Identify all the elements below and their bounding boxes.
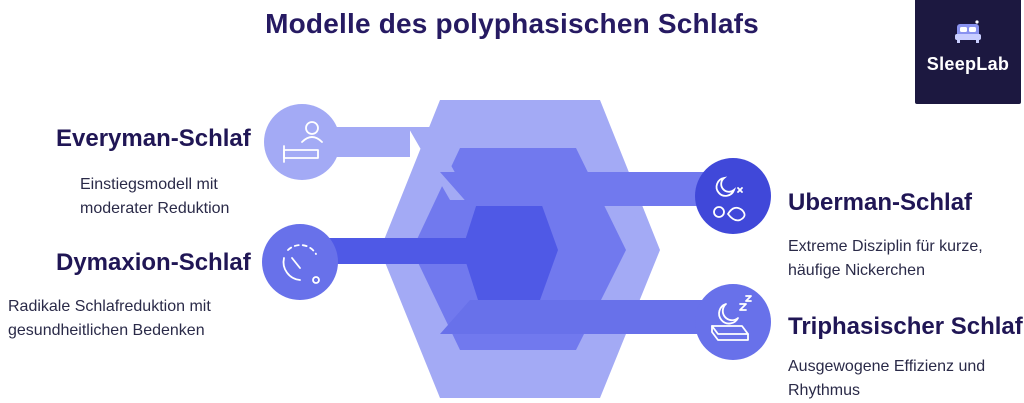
desc-line: Extreme Disziplin für kurze, <box>788 238 983 255</box>
logo-text: SleepLab <box>926 54 1010 74</box>
desc-line: häufige Nickerchen <box>788 262 925 279</box>
node-uberman <box>695 158 771 234</box>
desc-line: gesundheitlichen Bedenken <box>8 322 205 339</box>
sleeplab-logo: SleepLab <box>915 0 1021 104</box>
bed-icon <box>955 20 981 43</box>
desc-line: Ausgewogene Effizienz und <box>788 358 986 375</box>
label-uberman-title: Uberman-Schlaf <box>788 189 973 216</box>
moon-sleep-icon <box>713 176 746 222</box>
desc-line: moderater Reduktion <box>80 200 230 217</box>
node-dymaxion <box>262 224 338 300</box>
label-everyman-desc: Einstiegsmodell mit moderater Reduktion <box>80 173 248 221</box>
desc-line: Einstiegsmodell mit <box>80 176 218 193</box>
label-uberman-desc: Extreme Disziplin für kurze, häufige Nic… <box>788 235 1024 283</box>
node-everyman <box>264 104 340 180</box>
chevron-2 <box>605 206 656 294</box>
desc-line: Radikale Schlafreduktion mit <box>8 298 211 315</box>
page-title: Modelle des polyphasischen Schlafs <box>265 8 759 39</box>
label-triphasic-title: Triphasischer Schlaf <box>788 313 1023 340</box>
connector-triphasic <box>440 300 740 334</box>
clock-cycle-icon <box>282 244 320 284</box>
person-lying-bed-icon <box>283 121 323 163</box>
label-everyman-title: Everyman-Schlaf <box>56 125 251 152</box>
label-dymaxion-desc: Radikale Schlafreduktion mit gesundheitl… <box>8 295 248 343</box>
connector-uberman <box>440 172 740 206</box>
label-dymaxion-title: Dymaxion-Schlaf <box>56 249 251 276</box>
chevron-1 <box>572 210 622 290</box>
node-triphasic <box>695 284 771 360</box>
desc-line: Rhythmus <box>788 382 861 399</box>
label-triphasic-desc: Ausgewogene Effizienz und Rhythmus <box>788 355 1024 403</box>
moon-mattress-icon <box>711 295 752 341</box>
